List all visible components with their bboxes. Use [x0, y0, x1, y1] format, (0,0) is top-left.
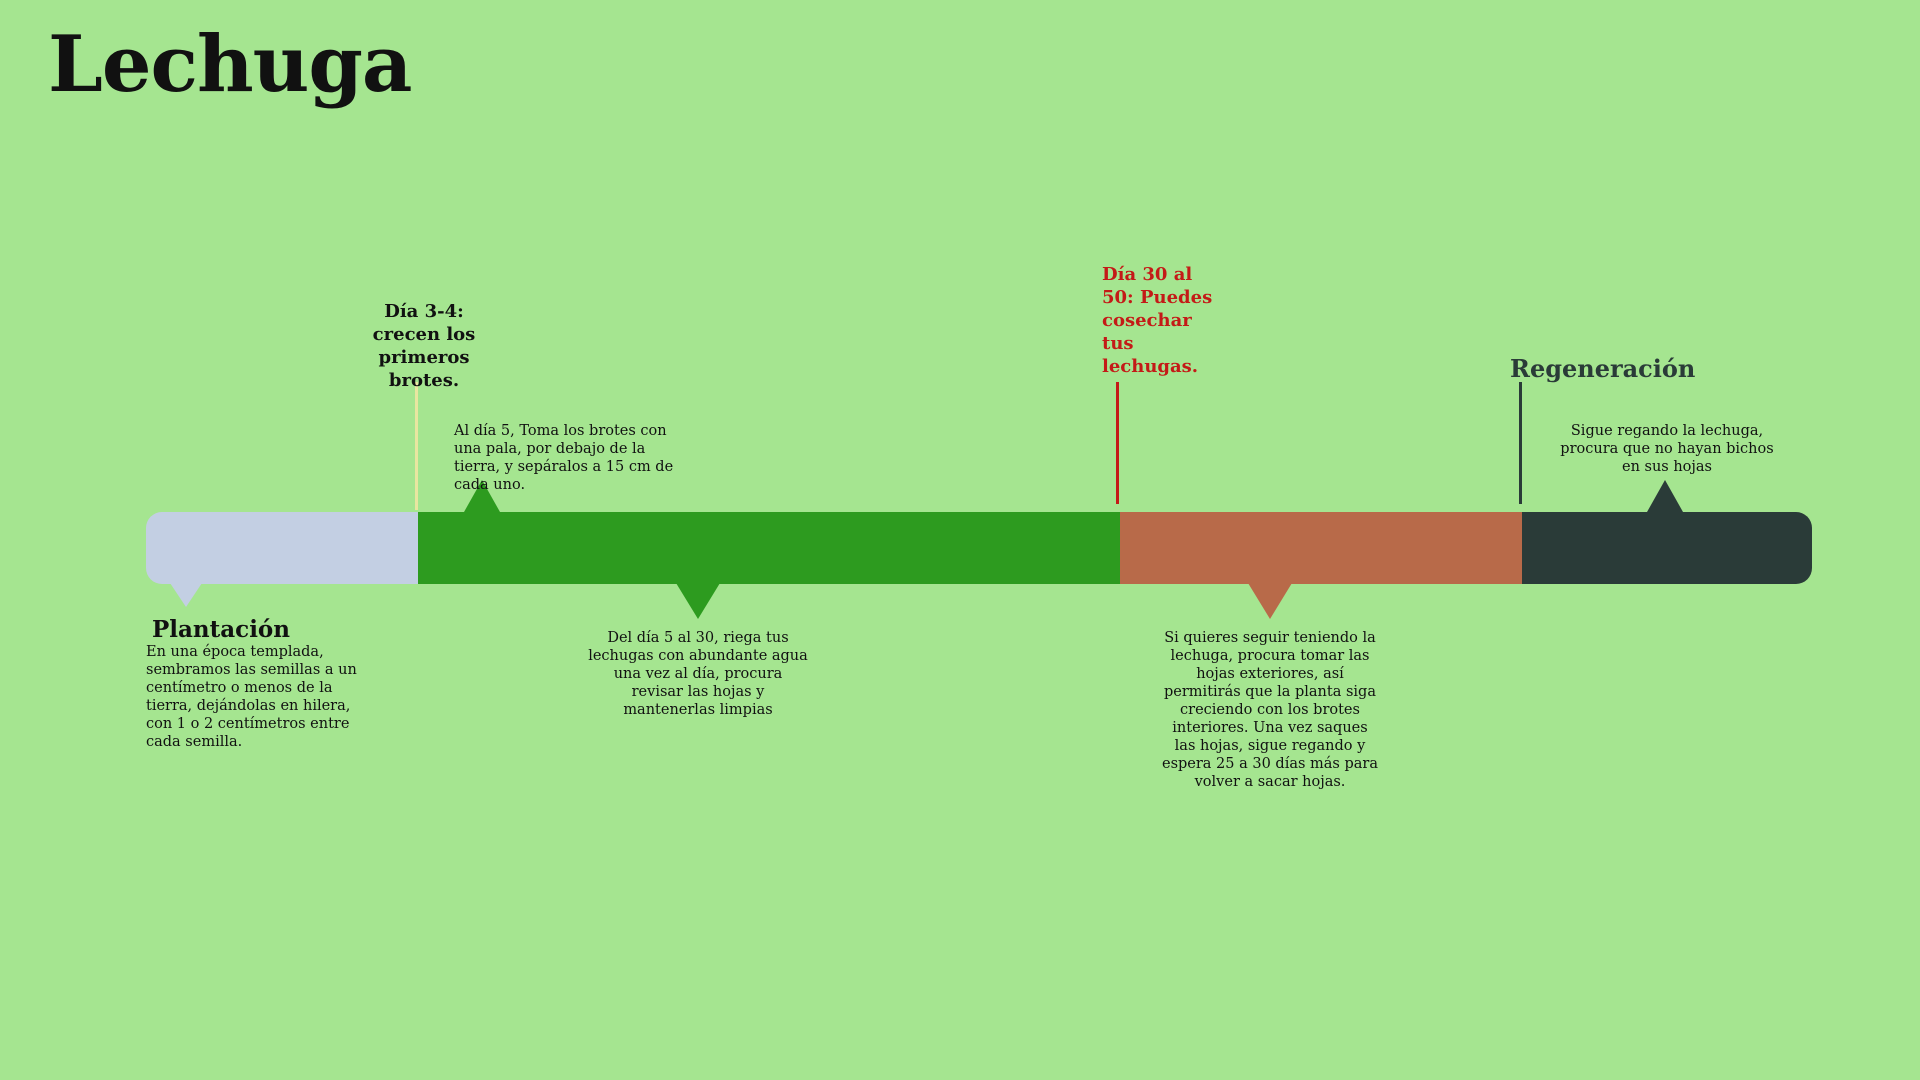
pointer-regeneracion	[1647, 480, 1683, 512]
timeline-segment-regeneracion	[1522, 512, 1812, 584]
stage-heading-regeneracion: Regeneración	[1510, 354, 1696, 383]
stage-description-cosecha: Si quieres seguir teniendo la lechuga, p…	[1161, 630, 1378, 790]
pointer-plantacion	[170, 583, 202, 607]
page-title: Lechuga	[48, 19, 412, 110]
connector-line-regeneracion	[1519, 382, 1522, 504]
stage-heading-brotes: Día 3-4: crecen los primeros brotes.	[372, 301, 476, 392]
stage-heading-plantacion: Plantación	[152, 616, 290, 643]
timeline-segment-cosecha	[1120, 512, 1522, 584]
stage-description-riego: Del día 5 al 30, riega tus lechugas con …	[588, 630, 808, 718]
timeline-segment-plantacion	[146, 512, 418, 584]
connector-line-brotes	[415, 382, 418, 510]
stage-description-regeneracion: Sigue regando la lechuga, procura que no…	[1560, 423, 1774, 475]
stage-heading-cosecha: Día 30 al 50: Puedes cosechar tus lechug…	[1102, 264, 1213, 378]
pointer-cosecha	[1248, 583, 1292, 619]
pointer-transplante	[464, 480, 500, 512]
timeline-segment-crecimiento	[418, 512, 1120, 584]
stage-description-plantacion: En una época templada, sembramos las sem…	[146, 644, 357, 750]
pointer-riego	[676, 583, 720, 619]
connector-line-cosecha	[1116, 382, 1119, 504]
stage-description-transplante: Al día 5, Toma los brotes con una pala, …	[454, 423, 674, 493]
